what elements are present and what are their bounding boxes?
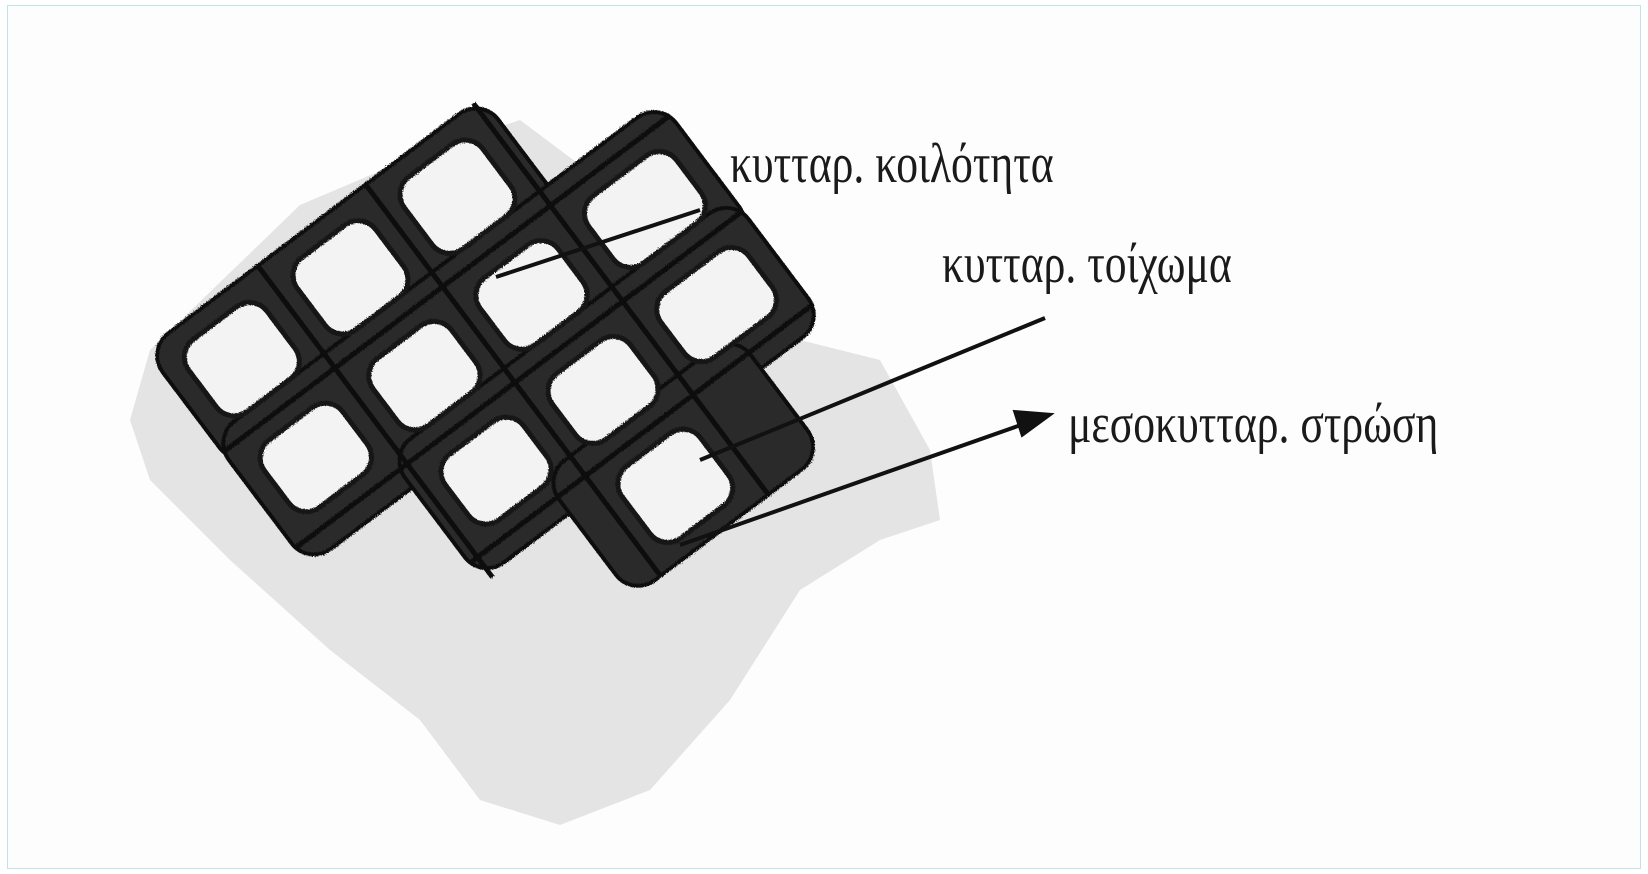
label-cell-cavity: κυτταρ. κοιλότητα [730, 132, 1054, 194]
label-middle-lamella: μεσοκυτταρ. στρώση [1068, 392, 1438, 454]
label-cell-wall: κυτταρ. τοίχωμα [942, 232, 1232, 294]
arrowhead-icon [1014, 411, 1052, 436]
